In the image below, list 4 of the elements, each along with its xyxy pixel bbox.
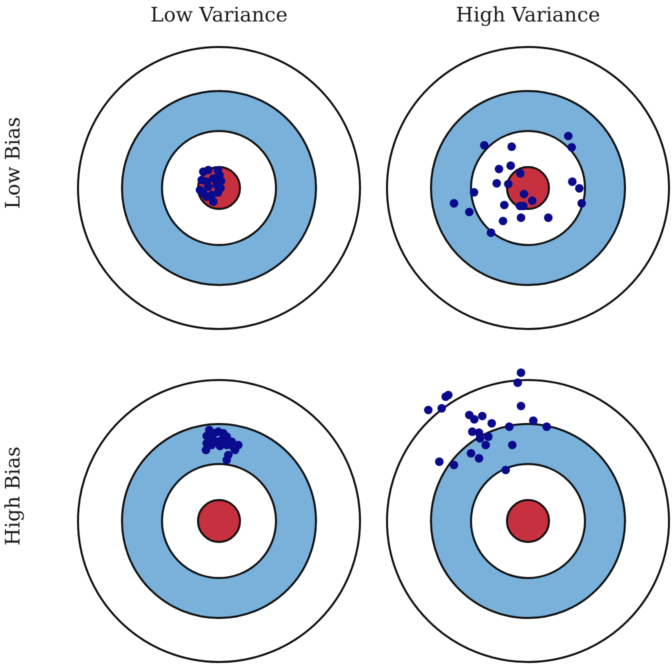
row-heading: Low Bias <box>2 116 24 210</box>
column-heading: Low Variance <box>150 4 288 26</box>
column-heading: High Variance <box>456 4 600 26</box>
row-heading: High Bias <box>2 446 24 546</box>
